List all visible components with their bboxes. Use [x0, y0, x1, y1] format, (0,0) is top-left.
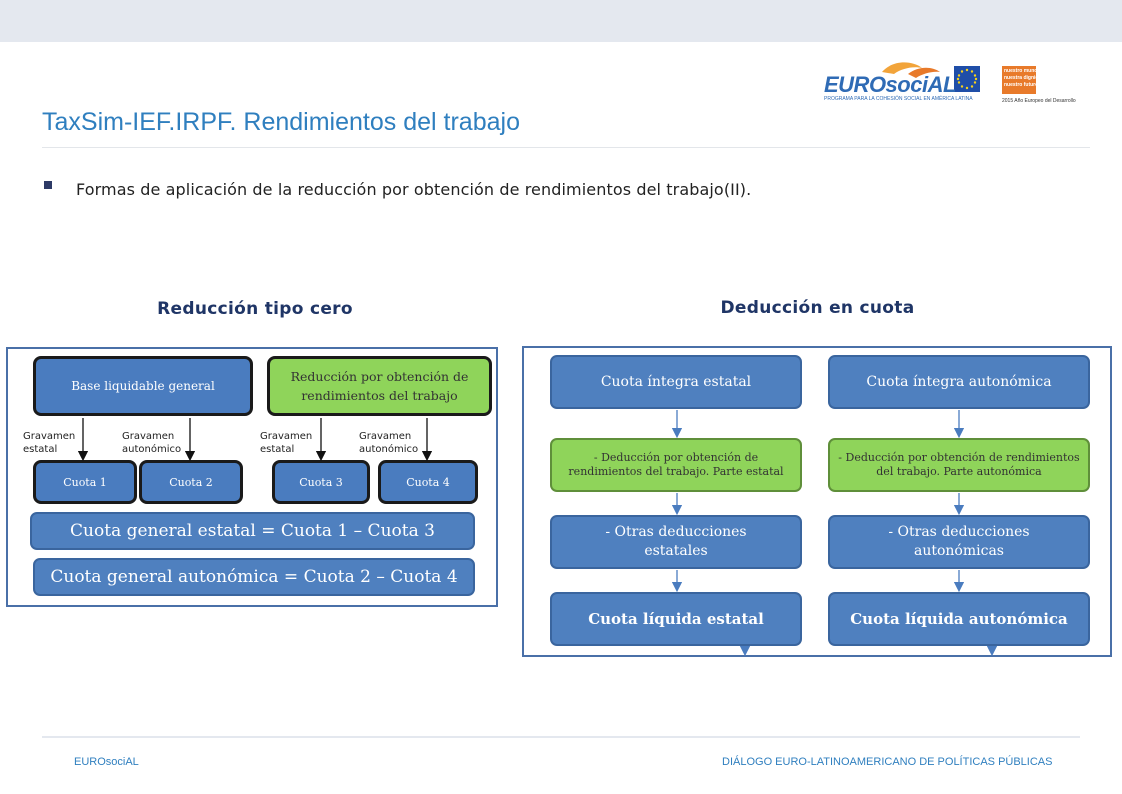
- cuota-integra-estatal-box: Cuota íntegra estatal: [550, 355, 802, 409]
- cuota-liquida-estatal-label: Cuota líquida estatal: [588, 610, 764, 628]
- eurosocial-logo: EUROsociAL PROGRAMA PARA LA COHESIÓN SOC…: [822, 58, 982, 108]
- development-year-badge: nuestro mundo nuestra dignidad nuestro f…: [1002, 66, 1045, 94]
- otras-deducciones-estatales-box: - Otras deducciones estatales: [550, 515, 802, 569]
- badge-caption: 2015 Año Europeo del Desarrollo: [1002, 98, 1076, 104]
- cuota-1-label: Cuota 1: [63, 475, 107, 489]
- cuota-4-label: Cuota 4: [406, 475, 450, 489]
- cuota-general-estatal-label: Cuota general estatal = Cuota 1 – Cuota …: [70, 521, 435, 541]
- gravamen-autonomico-label-1: Gravamen autonómico: [122, 431, 182, 455]
- top-bar: [0, 0, 1122, 42]
- badge-line: nuestro mundo: [1004, 68, 1041, 74]
- cuota-3-box: Cuota 3: [272, 460, 370, 504]
- reduccion-box: Reducción por obtención de rendimientos …: [267, 356, 492, 416]
- cuota-liquida-autonomica-label: Cuota líquida autonómica: [850, 610, 1068, 628]
- gravamen-estatal-label-1: Gravamen estatal: [23, 431, 76, 455]
- deduccion-autonomica-box: - Deducción por obtención de rendimiento…: [828, 438, 1090, 492]
- eurosocial-logo-graphic: [882, 62, 980, 92]
- otras-deducciones-autonomicas-label: - Otras deducciones autonómicas: [888, 524, 1030, 559]
- badge-line: nuestra dignidad: [1004, 75, 1045, 81]
- cuota-4-box: Cuota 4: [378, 460, 478, 504]
- logo-text: EUROsociAL: [824, 72, 956, 97]
- cuota-general-autonomica-label: Cuota general autonómica = Cuota 2 – Cuo…: [50, 567, 458, 587]
- gravamen-autonomico-label-2: Gravamen autonómico: [359, 431, 419, 455]
- cuota-1-box: Cuota 1: [33, 460, 137, 504]
- deduccion-estatal-label: - Deducción por obtención de rendimiento…: [568, 451, 784, 478]
- page-title: TaxSim-IEF.IRPF. Rendimientos del trabaj…: [42, 108, 520, 136]
- cuota-integra-autonomica-label: Cuota íntegra autonómica: [866, 374, 1052, 390]
- footer-tagline: DIÁLOGO EURO-LATINOAMERICANO DE POLÍTICA…: [722, 756, 1053, 768]
- cuota-2-label: Cuota 2: [169, 475, 213, 489]
- gravamen-estatal-label-2: Gravamen estatal: [260, 431, 313, 455]
- footer-divider: [42, 736, 1080, 738]
- bullet-text: Formas de aplicación de la reducción por…: [76, 180, 752, 199]
- otras-deducciones-autonomicas-box: - Otras deducciones autonómicas: [828, 515, 1090, 569]
- logo-subtitle: PROGRAMA PARA LA COHESIÓN SOCIAL EN AMÉR…: [824, 96, 973, 102]
- base-liquidable-box: Base liquidable general: [33, 356, 253, 416]
- cuota-integra-autonomica-box: Cuota íntegra autonómica: [828, 355, 1090, 409]
- cuota-2-box: Cuota 2: [139, 460, 243, 504]
- deduccion-estatal-box: - Deducción por obtención de rendimiento…: [550, 438, 802, 492]
- cuota-general-autonomica-box: Cuota general autonómica = Cuota 2 – Cuo…: [33, 558, 475, 596]
- left-heading: Reducción tipo cero: [157, 299, 353, 319]
- title-divider: [42, 147, 1090, 148]
- cuota-integra-estatal-label: Cuota íntegra estatal: [600, 374, 752, 390]
- right-heading: Deducción en cuota: [720, 298, 915, 318]
- badge-line: nuestro futuro: [1004, 82, 1039, 88]
- cuota-3-label: Cuota 3: [299, 475, 343, 489]
- footer-brand: EUROsociAL: [74, 756, 139, 768]
- otras-deducciones-estatales-label: - Otras deducciones estatales: [605, 524, 747, 559]
- cuota-general-estatal-box: Cuota general estatal = Cuota 1 – Cuota …: [30, 512, 475, 550]
- reduccion-label: Reducción por obtención de rendimientos …: [290, 369, 469, 403]
- cuota-liquida-estatal-box: Cuota líquida estatal: [550, 592, 802, 646]
- cuota-liquida-autonomica-box: Cuota líquida autonómica: [828, 592, 1090, 646]
- base-liquidable-label: Base liquidable general: [71, 379, 215, 393]
- deduccion-autonomica-label: - Deducción por obtención de rendimiento…: [838, 451, 1080, 478]
- bullet-square-icon: [44, 181, 52, 189]
